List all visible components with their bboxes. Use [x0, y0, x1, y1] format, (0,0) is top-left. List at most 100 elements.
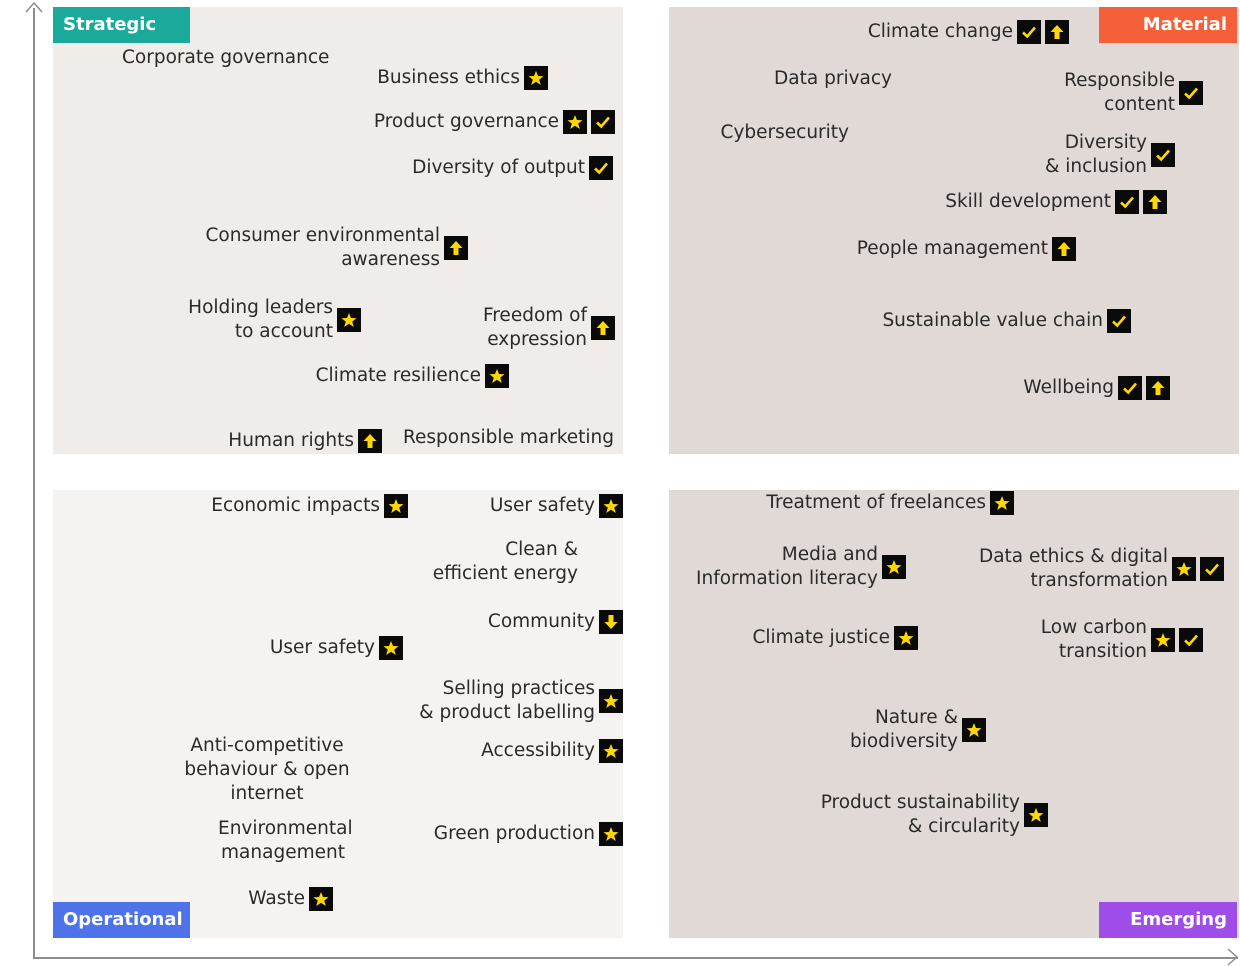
topic-treatment-of-freelances: Treatment of freelances [766, 491, 1014, 515]
topic-climate-justice: Climate justice [752, 626, 918, 650]
quadrant-material [669, 7, 1239, 454]
topic-label: Product governance [373, 111, 559, 132]
topic-diversity-of-output: Diversity of output [412, 156, 613, 180]
check-icon [1151, 143, 1175, 167]
star-icon [379, 636, 403, 660]
check-icon [1179, 81, 1203, 105]
topic-label: Cybersecurity [720, 122, 849, 143]
y-axis-line [33, 8, 35, 958]
topic-label: Human rights [228, 430, 354, 451]
topic-holding-leaders: Holding leaders to account [188, 296, 361, 344]
topic-anti-competitive: Anti-competitive behaviour & open intern… [150, 734, 384, 806]
topic-cybersecurity: Cybersecurity [721, 121, 849, 145]
topic-climate-change: Climate change [868, 20, 1069, 44]
quadrant-label-emerging: Emerging [1099, 902, 1237, 938]
topic-label: Media and Information literacy [696, 544, 878, 589]
topic-label: Selling practices & product labelling [419, 678, 595, 723]
topic-accessibility: Accessibility [481, 739, 623, 763]
topic-label: Climate change [867, 21, 1013, 42]
topic-label: Business ethics [377, 67, 520, 88]
arrow-up-icon [1143, 190, 1167, 214]
topic-label: Wellbeing [1023, 377, 1114, 398]
topic-user-safety-2: User safety [270, 636, 403, 660]
y-axis-arrow-icon [25, 1, 43, 13]
topic-low-carbon-transition: Low carbon transition [1041, 616, 1203, 664]
x-axis-line [33, 957, 1238, 959]
topic-environmental-management: Environmental management [218, 817, 353, 865]
topic-label: User safety [269, 637, 375, 658]
topic-climate-resilience: Climate resilience [316, 364, 509, 388]
topic-label: Data privacy [774, 68, 892, 89]
topic-label: Freedom of expression [482, 305, 587, 350]
topic-data-privacy: Data privacy [774, 67, 892, 91]
topic-label: Anti-competitive behaviour & open intern… [184, 735, 350, 804]
star-icon [1151, 628, 1175, 652]
topic-clean-efficient-energy: Clean & efficient energy [433, 538, 578, 586]
quadrant-emerging [669, 490, 1239, 938]
star-icon [599, 739, 623, 763]
topic-label: Consumer environmental awareness [205, 225, 440, 270]
arrow-up-icon [591, 316, 615, 340]
star-icon [990, 491, 1014, 515]
topic-label: Accessibility [481, 740, 595, 761]
topic-label: Green production [433, 823, 595, 844]
topic-label: Waste [248, 888, 305, 909]
topic-human-rights: Human rights [228, 429, 382, 453]
star-icon [384, 494, 408, 518]
topic-corporate-governance: Corporate governance [122, 46, 329, 70]
topic-label: Holding leaders to account [188, 297, 333, 342]
topic-economic-impacts: Economic impacts [211, 494, 408, 518]
topic-label: Skill development [945, 191, 1111, 212]
quadrant-label-strategic: Strategic [53, 7, 190, 43]
topic-label: Low carbon transition [1040, 617, 1147, 662]
topic-consumer-environmental-awareness: Consumer environmental awareness [205, 224, 468, 272]
star-icon [309, 887, 333, 911]
check-icon [1200, 557, 1224, 581]
topic-freedom-of-expression: Freedom of expression [483, 304, 615, 352]
arrow-up-icon [444, 236, 468, 260]
topic-nature-biodiversity: Nature & biodiversity [850, 706, 986, 754]
x-axis-arrow-icon [1227, 948, 1239, 966]
arrow-up-icon [1146, 376, 1170, 400]
topic-green-production: Green production [434, 822, 623, 846]
topic-label: Nature & biodiversity [849, 707, 958, 752]
check-icon [1118, 376, 1142, 400]
topic-diversity-inclusion: Diversity & inclusion [1045, 131, 1175, 179]
check-icon [1115, 190, 1139, 214]
star-icon [524, 66, 548, 90]
quadrant-operational [53, 490, 623, 938]
topic-business-ethics: Business ethics [377, 66, 548, 90]
arrow-up-icon [1052, 237, 1076, 261]
topic-responsible-content: Responsible content [1064, 69, 1203, 117]
quadrant-label-material: Material [1099, 7, 1237, 43]
topic-media-information-literacy: Media and Information literacy [696, 543, 906, 591]
topic-product-sustainability: Product sustainability & circularity [821, 791, 1048, 839]
topic-label: Data ethics & digital transformation [978, 546, 1168, 591]
topic-label: Responsible content [1064, 70, 1175, 115]
check-icon [1017, 20, 1041, 44]
topic-label: Treatment of freelances [766, 492, 986, 513]
topic-skill-development: Skill development [945, 190, 1167, 214]
check-icon [589, 156, 613, 180]
check-icon [1179, 628, 1203, 652]
star-icon [599, 689, 623, 713]
star-icon [485, 364, 509, 388]
star-icon [563, 110, 587, 134]
topic-responsible-marketing: Responsible marketing [403, 426, 614, 450]
topic-sustainable-value-chain: Sustainable value chain [882, 309, 1131, 333]
star-icon [337, 308, 361, 332]
topic-community: Community [488, 610, 623, 634]
star-icon [599, 494, 623, 518]
topic-data-ethics: Data ethics & digital transformation [979, 545, 1224, 593]
topic-label: Diversity & inclusion [1044, 132, 1147, 177]
topic-label: Economic impacts [211, 495, 380, 516]
topic-label: Diversity of output [412, 157, 585, 178]
topic-selling-practices: Selling practices & product labelling [419, 677, 623, 725]
arrow-down-icon [599, 610, 623, 634]
quadrant-label-operational: Operational [53, 902, 190, 938]
topic-people-management: People management [857, 237, 1076, 261]
topic-label: Climate resilience [315, 365, 481, 386]
topic-label: Community [487, 611, 595, 632]
arrow-up-icon [358, 429, 382, 453]
star-icon [1172, 557, 1196, 581]
